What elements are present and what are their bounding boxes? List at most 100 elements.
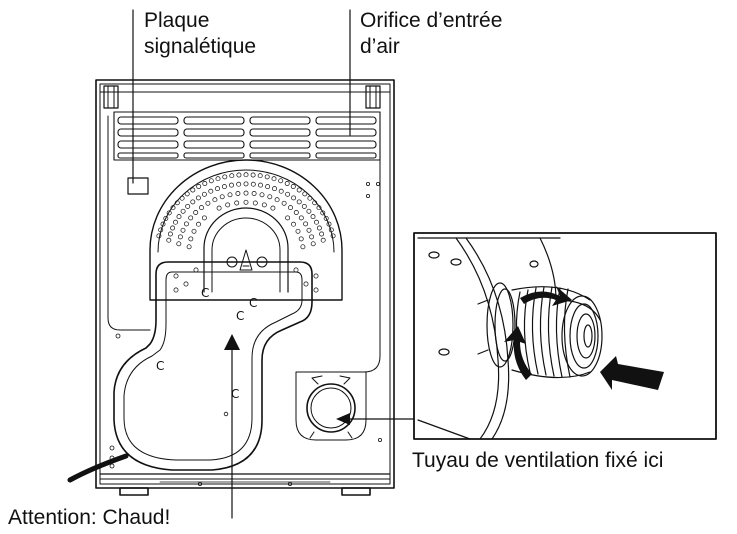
perforation-hole <box>186 244 192 250</box>
perforation-hole <box>265 184 271 190</box>
perforation-hole <box>195 195 201 201</box>
vent-hose-label: Tuyau de ventilation fixé ici <box>412 449 664 472</box>
perforation-hole <box>296 199 302 205</box>
svg-text:C: C <box>249 296 257 310</box>
perforation-hole <box>173 273 179 279</box>
perforation-hole <box>298 215 304 221</box>
rating-plate-label: Plaque signalétique <box>144 8 256 60</box>
svg-text:C: C <box>236 309 244 323</box>
svg-text:C: C <box>201 286 209 300</box>
perforation-hole <box>320 210 326 216</box>
svg-text:C: C <box>231 387 239 401</box>
perforation-hole <box>236 181 242 187</box>
perforation-hole <box>193 210 199 215</box>
perforation-hole <box>227 192 233 198</box>
perforation-hole <box>184 191 190 197</box>
perforation-hole <box>212 197 218 203</box>
perforation-hole <box>291 221 296 227</box>
caution-label: Attention: Chaud! <box>8 506 171 529</box>
perforation-hole <box>160 221 166 227</box>
perforation-hole <box>290 184 296 189</box>
perforation-hole <box>180 227 186 233</box>
perforation-hole <box>272 186 277 192</box>
perforation-hole <box>301 203 307 209</box>
perforation-hole <box>166 210 172 216</box>
exhaust-outlet <box>295 371 367 441</box>
perforation-hole <box>258 182 263 188</box>
perforation-hole <box>251 191 257 196</box>
perforation-hole <box>243 172 249 178</box>
perforation-hole <box>314 219 319 225</box>
perforation-hole <box>296 187 302 193</box>
perforation-hole <box>190 187 196 193</box>
perforation-hole <box>174 200 180 206</box>
perforation-hole <box>191 228 197 234</box>
perforation-hole <box>309 234 315 240</box>
perforation-hole <box>284 181 290 186</box>
rating-plate <box>127 177 149 195</box>
air-inlet-grille <box>113 111 381 161</box>
air-inlet-label-line1: Orifice d’entrée <box>360 9 503 32</box>
perforation-hole <box>215 176 221 182</box>
perforation-hole <box>293 267 299 273</box>
perforation-hole <box>177 234 183 240</box>
perforation-hole <box>264 174 270 180</box>
perforation-hole <box>179 195 185 201</box>
leader-lines <box>132 9 415 519</box>
perforation-hole <box>202 181 208 186</box>
perforation-hole <box>166 237 172 243</box>
perforation-hole <box>274 197 280 203</box>
perforation-hole <box>285 215 291 221</box>
perforation-hole <box>303 281 309 287</box>
perforation-hole <box>310 241 316 247</box>
perforation-hole <box>316 205 322 211</box>
perforation-hole <box>208 188 214 194</box>
perforation-hole <box>313 287 319 293</box>
perforation-hole <box>215 186 220 192</box>
perforation-hole <box>328 227 334 233</box>
perforation-hole <box>222 174 228 180</box>
perforation-hole <box>188 215 194 221</box>
perforation-hole <box>261 202 267 208</box>
perforation-hole <box>243 199 249 205</box>
rating-plate-label-line2: signalétique <box>144 35 257 58</box>
perforation-hole <box>180 208 186 214</box>
perforation-hole <box>235 191 241 196</box>
perforation-hole <box>183 281 189 287</box>
perforation-hole <box>319 231 325 237</box>
perforation-hole <box>173 287 179 293</box>
hose-connection-inset <box>413 232 717 440</box>
perforation-hole <box>270 205 276 211</box>
perforation-hole <box>278 188 284 194</box>
perforation-hole <box>236 172 242 178</box>
perforation-hole <box>243 190 249 196</box>
perforation-hole <box>196 221 201 227</box>
perforation-hole <box>320 237 326 243</box>
perforation-hole <box>302 191 308 197</box>
perforation-hole <box>156 233 162 239</box>
perforation-hole <box>205 200 211 206</box>
perforation-hole <box>300 244 306 250</box>
perforation-hole <box>185 203 191 209</box>
perforation-hole <box>293 210 299 215</box>
perforation-hole <box>316 225 322 231</box>
perforation-hole <box>216 205 222 211</box>
perforation-hole <box>295 228 301 234</box>
perforation-hole <box>196 184 202 189</box>
perforation-hole <box>259 192 265 198</box>
perforation-hole <box>243 181 249 187</box>
perforation-hole <box>190 199 196 205</box>
perforation-hole <box>307 195 313 201</box>
duct-cover: C C C C C <box>113 261 313 471</box>
perforation-hole <box>219 194 225 200</box>
svg-text:C: C <box>156 359 164 373</box>
power-cord <box>67 453 129 483</box>
perforation-hole <box>163 215 169 221</box>
perforation-hole <box>326 221 332 227</box>
fan-housing <box>149 159 343 301</box>
perforation-hole <box>310 214 316 220</box>
perforation-hole <box>291 195 297 201</box>
perforation-hole <box>225 202 231 208</box>
perforation-hole <box>298 236 304 242</box>
